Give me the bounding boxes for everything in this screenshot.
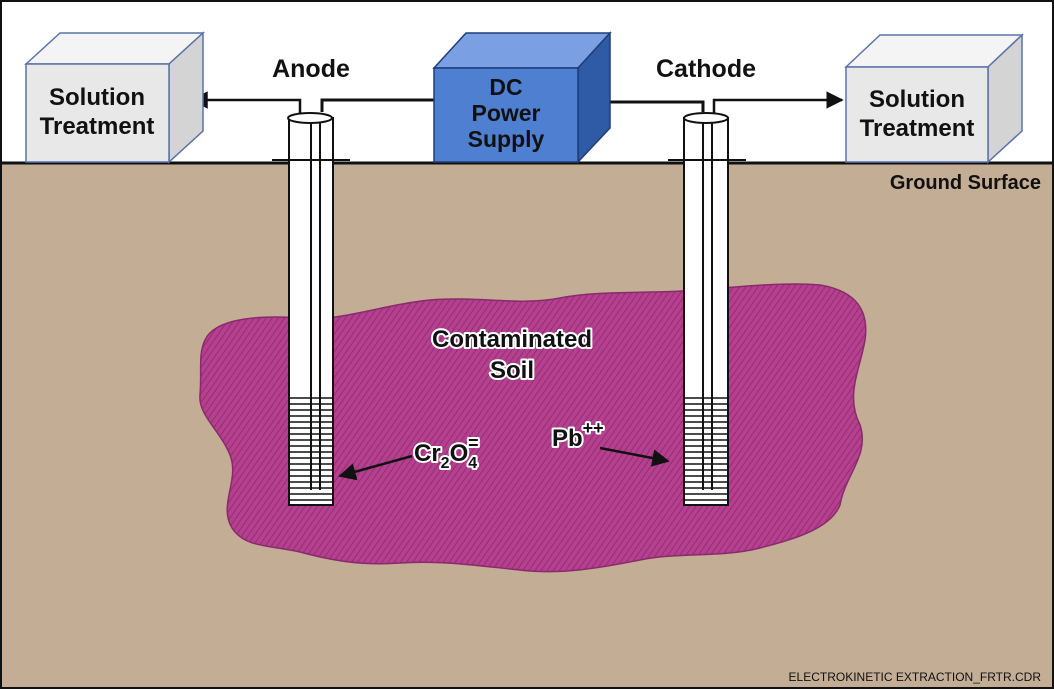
cathode-outflow-arrow-icon bbox=[712, 91, 844, 114]
anion-migration-arrow-icon bbox=[338, 454, 413, 481]
anode-cap bbox=[287, 112, 333, 124]
power-supply-label-line2: Power bbox=[471, 100, 540, 126]
cation-label: Pb++ bbox=[552, 418, 604, 452]
cathode-well bbox=[683, 112, 729, 506]
dc-power-supply-box: DC Power Supply bbox=[432, 31, 612, 164]
left-treatment-label-line2: Treatment bbox=[40, 113, 155, 140]
contaminated-soil-label-line1: Contaminated bbox=[432, 326, 592, 353]
cation-migration-arrow-icon bbox=[599, 446, 670, 467]
anode-outflow-arrow-icon bbox=[190, 91, 302, 114]
cathode-cap bbox=[683, 112, 729, 124]
credit-label: ELECTROKINETIC EXTRACTION_FRTR.CDR bbox=[789, 670, 1042, 684]
anode-wire bbox=[320, 98, 434, 112]
anode-label: Anode bbox=[272, 55, 350, 83]
cathode-casing bbox=[683, 117, 729, 506]
anode-well bbox=[287, 112, 334, 506]
anode-screen-icon bbox=[289, 397, 333, 501]
cathode-label: Cathode bbox=[656, 55, 756, 83]
power-supply-label-line3: Supply bbox=[468, 126, 545, 152]
cathode-screen-icon bbox=[684, 397, 728, 501]
ground-surface-label: Ground Surface bbox=[890, 172, 1041, 194]
left-treatment-label-line1: Solution bbox=[49, 84, 145, 111]
contaminated-soil-label-line2: Soil bbox=[490, 357, 534, 384]
anion-label: Cr2O4= bbox=[414, 433, 479, 472]
right-solution-treatment-box: Solution Treatment bbox=[844, 33, 1024, 164]
left-solution-treatment-box: Solution Treatment bbox=[24, 31, 205, 164]
cathode-wire bbox=[594, 100, 705, 112]
right-treatment-label-line2: Treatment bbox=[860, 115, 975, 142]
power-supply-label-line1: DC bbox=[489, 74, 522, 100]
right-treatment-label-line1: Solution bbox=[869, 86, 965, 113]
